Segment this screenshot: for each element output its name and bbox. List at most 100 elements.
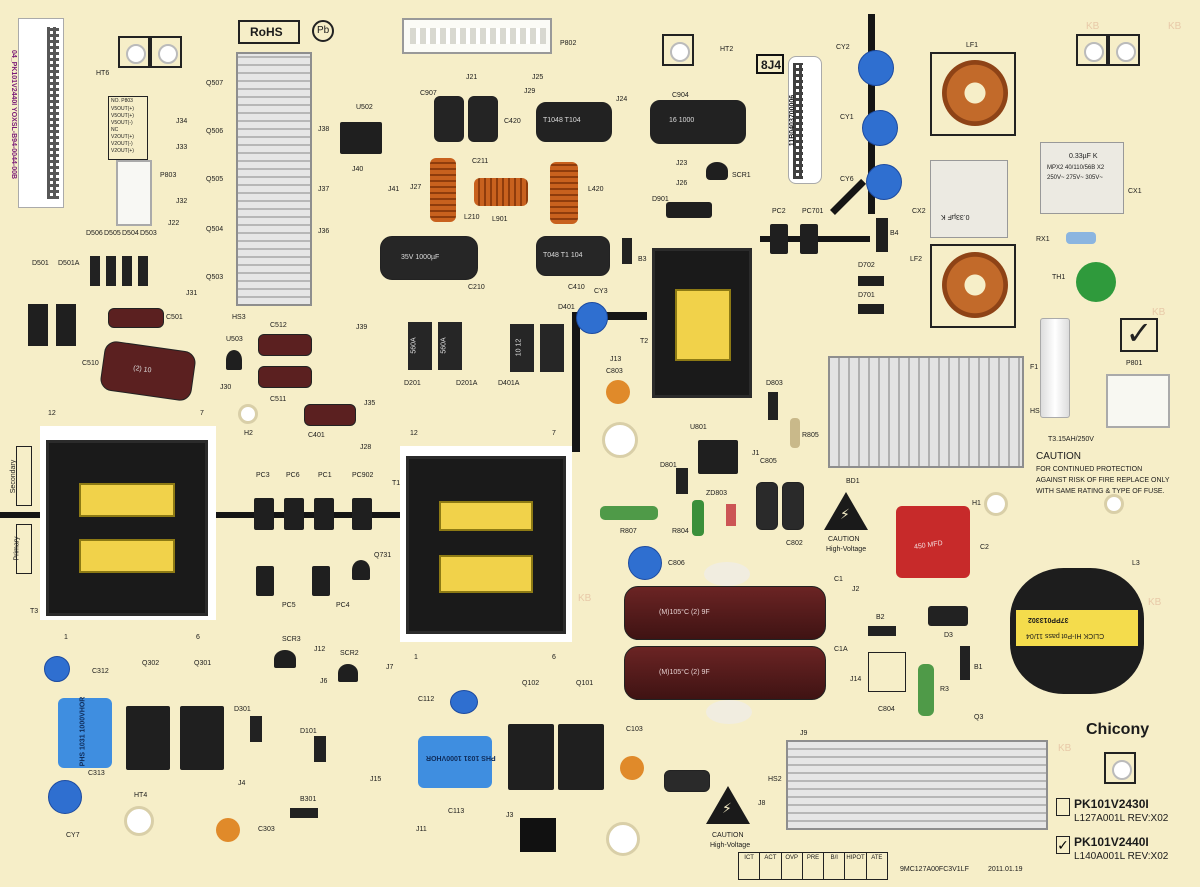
cap-c401 xyxy=(304,404,356,426)
t1-pin-7: 7 xyxy=(552,430,556,437)
refdes-d801: D801 xyxy=(660,462,677,469)
cap-c1a: (M)105°C (2) 9F xyxy=(624,646,826,700)
refdes-j12: J12 xyxy=(314,646,326,653)
t1-pin-12: 12 xyxy=(410,430,418,437)
transformer-t1-coil-top xyxy=(439,501,533,531)
fuse-rating: T3.15AH/250V xyxy=(1048,436,1094,443)
qc-pre: PRE xyxy=(803,853,825,879)
scr-scr2 xyxy=(338,664,358,682)
refdes-d501: D501 xyxy=(32,260,49,267)
cap-c806 xyxy=(628,546,662,580)
refdes-d101: D101 xyxy=(300,728,317,735)
resistor-rx1 xyxy=(1066,232,1096,244)
refdes-l420: L420 xyxy=(588,186,604,193)
refdes-c303: C303 xyxy=(258,826,275,833)
qc-bi: B/I xyxy=(824,853,846,879)
refdes-p801: P801 xyxy=(1126,360,1143,367)
refdes-h2: H2 xyxy=(244,430,253,437)
cap-c2: 450 MFD xyxy=(896,506,970,578)
p803-row-7: V2OUT(+) xyxy=(111,148,134,154)
glue-blob-top xyxy=(704,562,750,586)
refdes-l901: L901 xyxy=(492,216,508,223)
t3-pin-7: 7 xyxy=(200,410,204,417)
refdes-cy2: CY2 xyxy=(836,44,850,51)
refdes-c313: C313 xyxy=(88,770,105,777)
mount-hole-bottom xyxy=(606,822,640,856)
refdes-j31: J31 xyxy=(186,290,198,297)
transistor-u503 xyxy=(226,350,242,370)
transformer-t1 xyxy=(406,456,566,634)
resistor-r3 xyxy=(918,664,934,716)
barcode-right-text: 11B0403700006 xyxy=(789,94,797,147)
cap-c303 xyxy=(216,818,240,842)
rohs-box: RoHS xyxy=(238,20,300,44)
mosfet-q301 xyxy=(180,706,224,770)
mosfet-q102 xyxy=(508,724,554,790)
refdes-u502: U502 xyxy=(356,104,373,111)
transformer-t1-coil-bottom xyxy=(439,555,533,593)
mount-pad-br xyxy=(1104,752,1136,784)
refdes-c410: C410 xyxy=(568,284,585,291)
diode-d501 xyxy=(28,304,48,346)
refdes-pc701: PC701 xyxy=(802,208,824,215)
toroid-lf2 xyxy=(942,252,1008,318)
diode-b1 xyxy=(960,646,970,680)
refdes-rx1: RX1 xyxy=(1036,236,1050,243)
inductor-l3: 37PP013302 CLICK HI-Pot pass 11/04 xyxy=(1010,546,1144,698)
refdes-b4: B4 xyxy=(890,230,899,237)
connector-p803 xyxy=(116,160,152,226)
hv-caution-3: CAUTION xyxy=(712,832,744,839)
refdes-j40: J40 xyxy=(352,166,364,173)
refdes-u503: U503 xyxy=(226,336,243,343)
refdes-u801: U801 xyxy=(690,424,707,431)
opto-pc1 xyxy=(314,498,334,530)
diode-d505 xyxy=(106,256,116,286)
fuse-f1 xyxy=(1040,318,1070,418)
bead-b301 xyxy=(290,808,318,818)
model-check-2: ✓ xyxy=(1056,836,1070,854)
t3-pin-6: 6 xyxy=(196,634,200,641)
cap-c113-text: PHS 1031 1000VHOR xyxy=(426,754,496,761)
ic-u502 xyxy=(340,122,382,154)
refdes-t1: T1 xyxy=(392,480,401,487)
refdes-j35: J35 xyxy=(364,400,376,407)
qc-row: ICT ACT OVP PRE B/I HIPOT ATE xyxy=(738,852,888,880)
diode-d401: 10 12 xyxy=(510,324,534,372)
primary-label: Primary xyxy=(13,536,21,561)
refdes-j30: J30 xyxy=(220,384,232,391)
hv-warning-icon-2 xyxy=(706,786,750,824)
connector-p802 xyxy=(402,18,552,54)
refdes-pc902: PC902 xyxy=(352,472,374,479)
lf1-frame xyxy=(930,52,1016,136)
caution-body-3: WITH SAME RATING & TYPE OF FUSE. xyxy=(1036,488,1165,495)
refdes-d506: D506 xyxy=(86,230,103,237)
diode-d501a xyxy=(56,304,76,346)
refdes-r807: R807 xyxy=(620,528,637,535)
refdes-b2: B2 xyxy=(876,614,885,621)
diode-d506 xyxy=(90,256,100,286)
refdes-j38: J38 xyxy=(318,126,330,133)
mount-hole-center xyxy=(602,422,638,458)
mount-hole-h1 xyxy=(984,492,1008,516)
t3-pin-1: 1 xyxy=(64,634,68,641)
refdes-c805: C805 xyxy=(760,458,777,465)
inductor-l3-label: 37PP013302 CLICK HI-Pot pass 11/04 xyxy=(1016,610,1138,646)
refdes-p803: P803 xyxy=(160,172,177,179)
xcap-cx1: 0.33µF K MPX2 40/110/56B X2 250V~ 275V~ … xyxy=(1040,142,1124,214)
diode-d3 xyxy=(928,606,968,626)
heatsink-hs3 xyxy=(236,52,312,306)
opto-pc5 xyxy=(256,566,274,596)
refdes-d401: D401 xyxy=(558,304,575,311)
barcode-label-right: 11B0403700006 xyxy=(788,56,822,184)
t1-pin-6: 6 xyxy=(552,654,556,661)
cap-c803 xyxy=(606,380,630,404)
connector-p801 xyxy=(1106,374,1170,428)
qr-small xyxy=(520,818,556,852)
transformer-t3-coil-top xyxy=(79,483,175,517)
brand-chicony: Chicony xyxy=(1086,721,1150,738)
refdes-d301: D301 xyxy=(234,706,251,713)
refdes-f1: F1 xyxy=(1030,364,1039,371)
caution-title: CAUTION xyxy=(1036,451,1081,462)
refdes-q3: Q3 xyxy=(974,714,984,721)
diode-d504 xyxy=(122,256,132,286)
